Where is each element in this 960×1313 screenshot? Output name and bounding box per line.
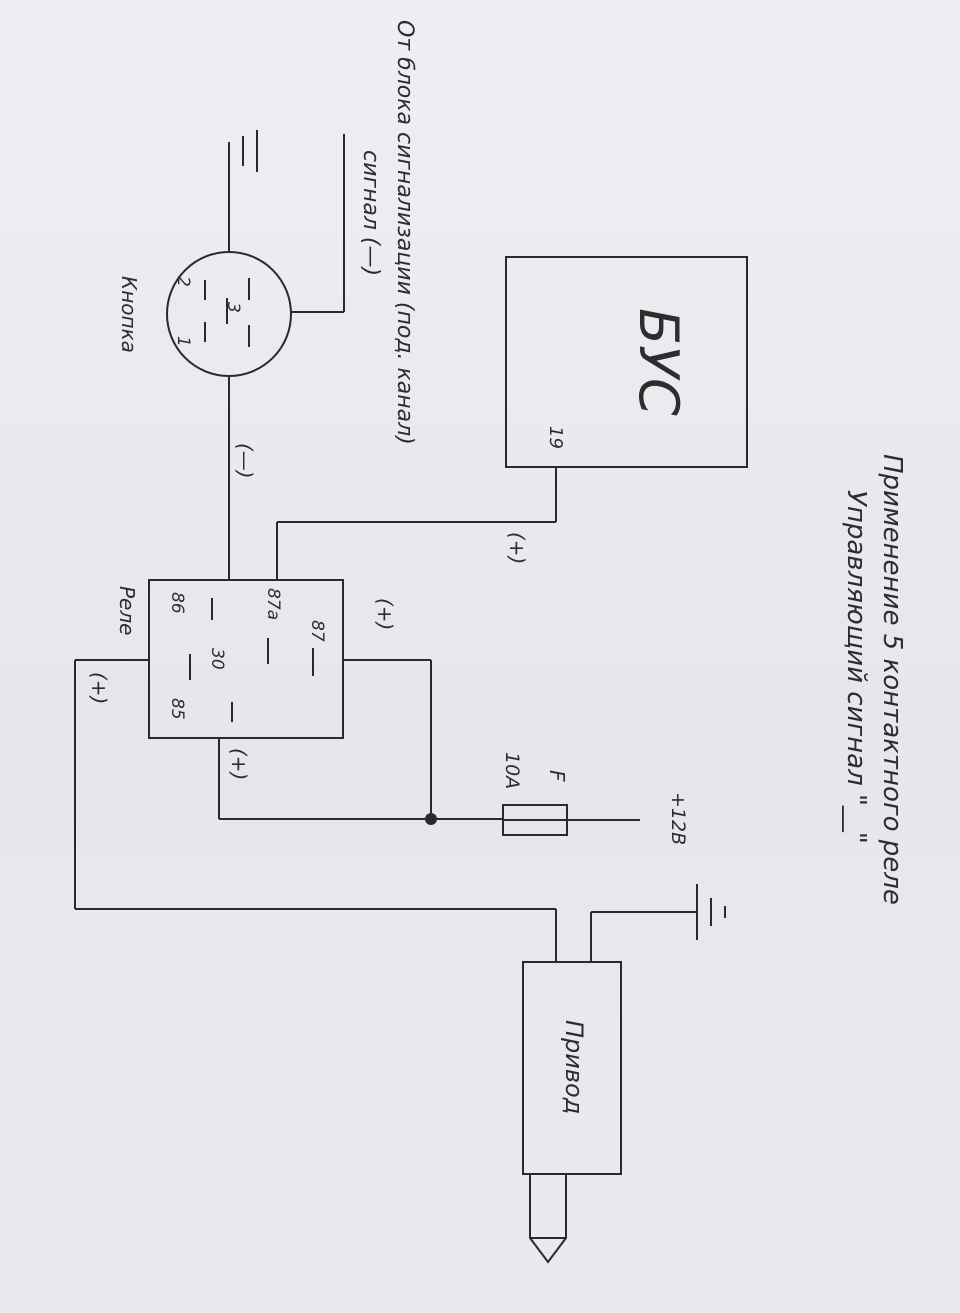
alarm-source-label-line1: От блока сигнализации (под. канал): [392, 20, 417, 445]
wire-label-plus-87: (+): [373, 598, 397, 630]
diagram-title-line2: Управляющий сигнал "__": [841, 490, 871, 844]
button-pin-2-label: 2: [173, 276, 193, 287]
button-contacts: [204, 278, 250, 347]
actuator-tip: [529, 1174, 567, 1264]
fuse-rating-label: 10A: [501, 752, 523, 789]
relay-label: Реле: [115, 586, 139, 635]
relay-pin-86-label: 86: [167, 592, 187, 614]
actuator-block: [522, 961, 622, 1175]
button-label: Кнопка: [117, 276, 141, 353]
wire-label-plus-bus: (+): [505, 532, 529, 564]
relay-pin-87-label: 87: [307, 620, 327, 642]
bus-pin-19-label: 19: [545, 426, 566, 449]
bus-block-label: БУС: [627, 308, 690, 416]
alarm-source-label-line2: сигнал (—): [358, 150, 383, 276]
relay-pin-85-label: 85: [167, 698, 187, 720]
button-circle: [166, 251, 292, 377]
button-pin-3-label: 3: [223, 302, 243, 313]
diagram-title-line1: Применение 5 контактного реле: [877, 454, 907, 905]
wire-label-minus: (—): [233, 443, 257, 479]
relay-pin-87a-label: 87a: [263, 588, 283, 620]
fuse-label: F: [545, 770, 569, 782]
ground-symbol-actuator: [696, 884, 726, 940]
wire-label-plus-85: (+): [227, 748, 251, 780]
ground-symbol-top: [228, 130, 258, 172]
power-12v-label: +12B: [667, 792, 689, 845]
button-pin-1-label: 1: [173, 336, 193, 347]
actuator-label: Привод: [560, 1020, 588, 1114]
wire-label-plus-actuator: (+): [87, 672, 111, 704]
relay-pin-30-label: 30: [207, 648, 227, 670]
bus-block: [505, 256, 748, 468]
